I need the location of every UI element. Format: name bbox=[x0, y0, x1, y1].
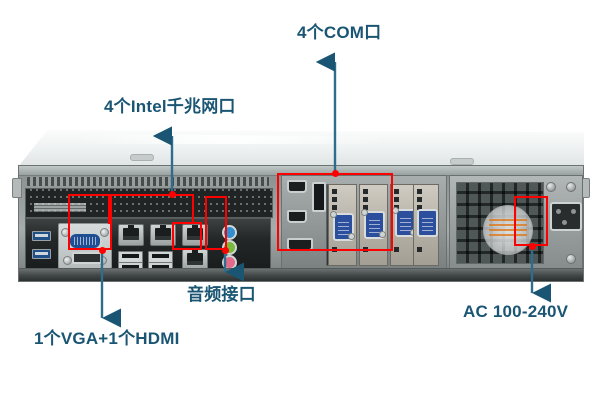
usb3-port-2 bbox=[32, 249, 51, 259]
displayport-1 bbox=[287, 180, 307, 193]
highlight-box-com bbox=[277, 173, 393, 251]
expansion-slot-com-1 bbox=[328, 184, 357, 266]
expansion-slot-com-3 bbox=[390, 184, 419, 266]
lid-notch-left bbox=[130, 154, 154, 161]
highlight-box-lan-top bbox=[108, 194, 194, 224]
psu-screw-tl bbox=[546, 182, 556, 192]
lan-port-4 bbox=[182, 249, 208, 271]
psu-screw-br bbox=[566, 254, 576, 264]
lan-port-1 bbox=[118, 224, 144, 246]
annotation-label-audio: 音频接口 bbox=[187, 285, 256, 304]
dvi-port bbox=[312, 182, 326, 212]
expansion-slot-com-4 bbox=[413, 184, 439, 266]
rear-bottom-rail bbox=[19, 268, 583, 281]
upper-vent-strip bbox=[27, 177, 269, 186]
displayport-2 bbox=[287, 210, 307, 223]
annotation-label-lan: 4个Intel千兆网口 bbox=[104, 97, 236, 116]
hdmi-port bbox=[72, 252, 102, 264]
expansion-slot-section bbox=[281, 175, 447, 271]
anchor-dot-video bbox=[99, 247, 106, 254]
highlight-box-video bbox=[68, 194, 112, 250]
lid-notch-right bbox=[450, 158, 474, 165]
highlight-box-audio bbox=[205, 196, 227, 250]
anchor-dot-audio bbox=[222, 247, 229, 254]
annotation-label-com: 4个COM口 bbox=[297, 23, 382, 42]
highlight-box-power bbox=[514, 196, 548, 246]
psu-rating-label bbox=[489, 219, 527, 239]
io-shield-well bbox=[25, 218, 271, 275]
anchor-dot-com bbox=[332, 170, 339, 177]
anchor-dot-lan bbox=[169, 191, 176, 198]
psu-screw-tr bbox=[566, 182, 576, 192]
annotation-label-video: 1个VGA+1个HDMI bbox=[34, 329, 180, 348]
anchor-dot-power bbox=[529, 243, 536, 250]
ac-power-inlet bbox=[550, 202, 582, 231]
lid-highlight bbox=[74, 134, 386, 144]
chassis-sticker bbox=[34, 203, 86, 212]
vga-screw-right bbox=[100, 228, 109, 237]
rack-ear-left bbox=[12, 178, 22, 198]
annotation-label-power: AC 100-240V bbox=[463, 302, 569, 321]
ventilation-mesh bbox=[25, 188, 273, 218]
com-port-4 bbox=[417, 209, 438, 237]
lan-port-2 bbox=[150, 224, 176, 246]
chassis-top-lid bbox=[18, 130, 584, 167]
usb3-port-1 bbox=[32, 231, 51, 241]
expansion-slot-com-2 bbox=[359, 184, 388, 266]
highlight-box-lan-bottom bbox=[172, 222, 202, 250]
hdmi-screw-left bbox=[63, 256, 72, 265]
